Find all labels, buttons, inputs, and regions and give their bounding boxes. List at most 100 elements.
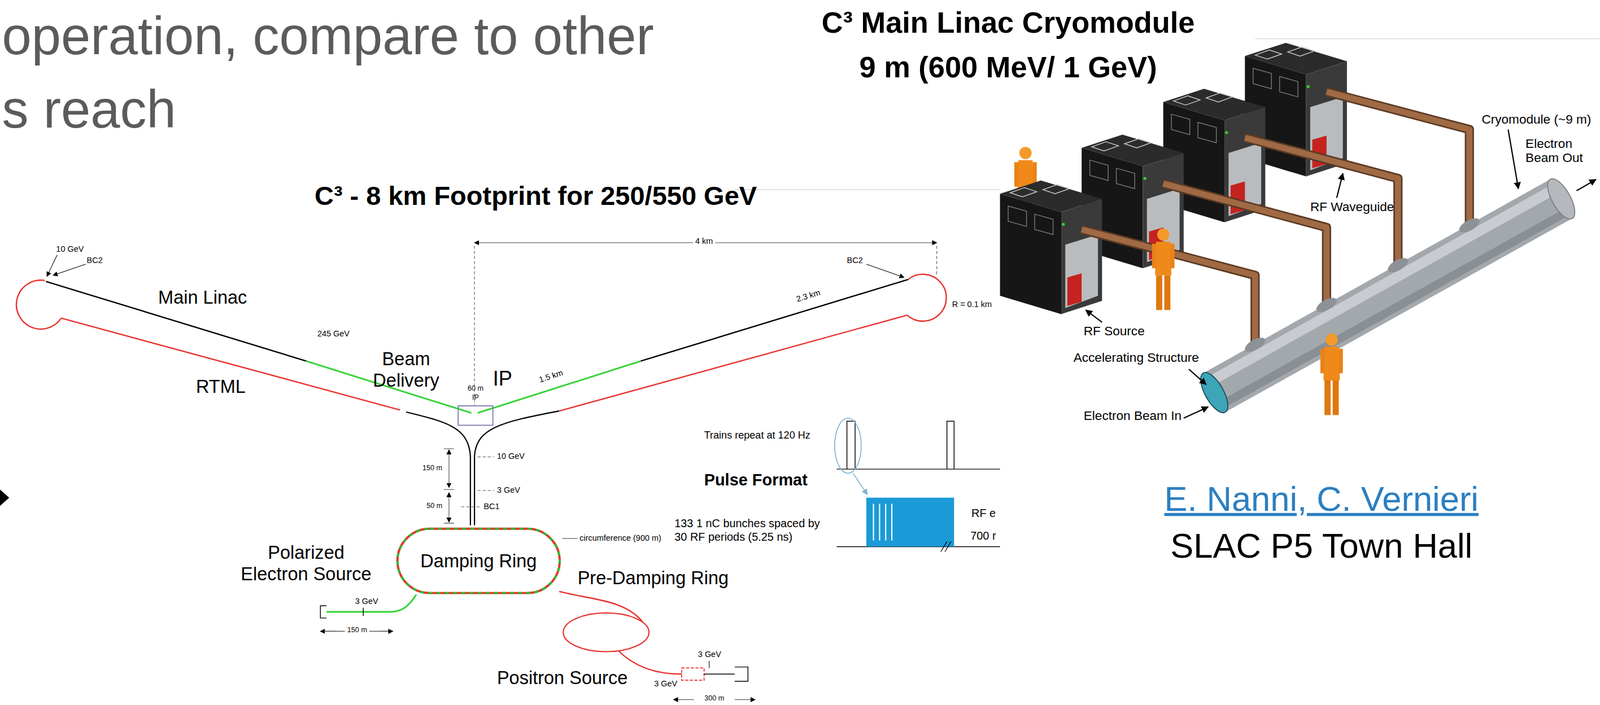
callout-label: Cryomodule (~9 m) <box>1481 112 1591 128</box>
section-label: IP <box>493 367 513 391</box>
beamline-layout <box>734 699 756 701</box>
energy-label: 10 GeV <box>496 451 525 462</box>
cryomodule-pipe <box>1243 334 1268 355</box>
callout-arrow <box>1336 173 1344 198</box>
dimension-label: 300 m <box>704 694 725 704</box>
illustration-title: C³ Main Linac Cryomodule <box>821 6 1196 41</box>
beamline-layout <box>866 264 905 278</box>
pulse-note: 133 1 nC bunches spaced by 30 RF periods… <box>674 517 828 544</box>
beamline-layout <box>936 245 937 276</box>
section-label: BC2 <box>86 255 103 266</box>
pulse-note: Trains repeat at 120 Hz <box>704 429 811 442</box>
energy-label: 3 GeV <box>355 596 379 607</box>
cryomodule-pipe <box>1385 255 1411 276</box>
pulse-format-sketch <box>947 421 955 470</box>
dimension-label: R = 0.1 km <box>952 299 992 310</box>
rf-waveguide <box>1244 137 1398 265</box>
beamline-layout <box>320 631 337 632</box>
beamline-layout <box>448 450 449 488</box>
beamline-layout <box>559 315 908 412</box>
cryomodule-pipe <box>1457 215 1482 236</box>
beamline-layout <box>448 493 449 523</box>
pulse-format-sketch <box>940 541 952 552</box>
pulse-note: 700 r <box>970 529 996 543</box>
callout-label: RF Waveguide <box>1310 199 1395 215</box>
event-credit: SLAC P5 Town Hall <box>1170 526 1473 567</box>
cryomodule-illustration <box>1254 38 1600 40</box>
energy-label: 245 GeV <box>317 329 350 340</box>
cryomodule-pipe <box>1195 368 1233 417</box>
dimension-label: 2.3 km <box>795 288 822 305</box>
pulse-format-sketch <box>734 189 1001 191</box>
person-figure <box>1152 228 1175 311</box>
dimension-label: 50 m <box>426 502 443 511</box>
beamline-layout <box>641 279 909 362</box>
callout-label: Accelerating Structure <box>1073 351 1200 366</box>
beamline-layout <box>458 406 493 426</box>
beamline-layout <box>443 448 455 524</box>
beamline-layout <box>563 613 649 653</box>
beamline-layout <box>362 608 364 617</box>
callout-label: RF Source <box>1083 324 1145 340</box>
section-label: IP <box>472 393 479 403</box>
beamline-layout <box>474 411 560 526</box>
pulse-format-sketch <box>834 418 862 474</box>
pulse-format-sketch <box>847 421 856 470</box>
beamline-layout <box>477 490 495 492</box>
pulse-format-sketch <box>873 504 893 542</box>
beamline-layout <box>16 280 61 330</box>
beamline-layout <box>562 538 578 539</box>
beamline-layout <box>673 699 694 701</box>
beamline-layout <box>708 661 710 669</box>
diagram-title: C³ - 8 km Footprint for 250/550 GeV <box>314 181 757 213</box>
beamline-layout <box>734 667 748 682</box>
beamline-layout <box>379 631 393 632</box>
beamline-layout <box>474 245 475 405</box>
energy-label: 3 GeV <box>654 679 678 690</box>
beamline-layout <box>60 318 400 411</box>
cryomodule-pipe <box>1221 211 1569 405</box>
section-label: Positron Source <box>496 668 628 690</box>
cryomodule-pipe <box>1195 175 1580 418</box>
callout-arrow <box>1507 129 1519 189</box>
pulse-format-sketch <box>836 468 1001 470</box>
cryomodule-pipe <box>1542 175 1581 224</box>
callout-arrow <box>1183 407 1209 419</box>
cryomodule-pipe <box>1208 188 1555 383</box>
author-credit: E. Nanni, C. Vernieri <box>1163 479 1479 520</box>
dimension-label: 4 km <box>692 236 716 247</box>
section-label: RTML <box>195 376 246 398</box>
callout-arrow <box>1188 369 1207 385</box>
beamline-layout <box>681 668 705 681</box>
cryomodule-pipe <box>1214 198 1562 393</box>
pulse-heading: Pulse Format <box>704 471 808 491</box>
ring-outline <box>397 529 560 594</box>
callout-label: Electron Beam In <box>1083 409 1182 425</box>
energy-label: 3 GeV <box>496 485 521 496</box>
dimension-label: 150 m <box>422 464 443 473</box>
section-label: BC2 <box>847 255 863 266</box>
ring-label: Damping Ring <box>420 550 537 572</box>
section-label: Main Linac <box>158 288 247 309</box>
callout-arrow <box>1085 129 1596 418</box>
cryomodule-illustration <box>1000 38 1600 419</box>
section-label: Beam Delivery <box>357 349 455 392</box>
section-label: Polarized Electron Source <box>235 542 377 586</box>
energy-label: 3 GeV <box>698 650 722 660</box>
pulse-format-sketch <box>734 189 1001 552</box>
pulse-format-sketch <box>852 473 867 495</box>
slide-title-fragment: operation, compare to other <box>2 6 655 68</box>
beamline-layout <box>461 506 481 508</box>
beamline-layout <box>46 255 58 277</box>
beamline-layout <box>477 456 495 458</box>
cryomodule-pipe <box>1314 295 1340 316</box>
rf-waveguide <box>1163 183 1327 304</box>
beamline-layout <box>907 274 946 322</box>
person-figure <box>1320 333 1344 416</box>
beamline-layout <box>559 591 643 623</box>
callout-arrow <box>1085 310 1102 323</box>
pulse-format-sketch <box>866 498 954 548</box>
beamline-layout <box>618 651 682 675</box>
section-label: Pre-Damping Ring <box>577 568 730 590</box>
